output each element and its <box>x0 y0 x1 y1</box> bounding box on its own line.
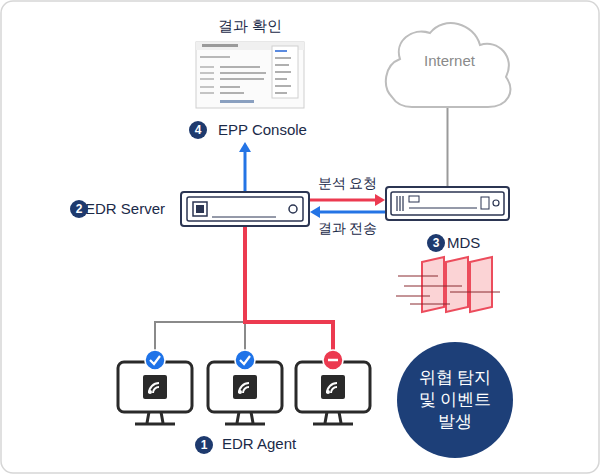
edge-label: 분석 요청 <box>318 174 378 192</box>
edge-label: 결과 전송 <box>318 219 378 237</box>
agent-wires <box>155 322 245 350</box>
badge-circle <box>235 350 255 370</box>
mds-label: MDS <box>447 233 480 253</box>
check-mark <box>150 356 160 364</box>
connector-line <box>319 211 385 214</box>
check-badge <box>235 350 255 370</box>
red-line <box>245 227 333 350</box>
mds-server <box>385 186 510 221</box>
blue-arrow <box>239 142 251 191</box>
connector-line <box>244 151 247 191</box>
badge-circle <box>145 350 165 370</box>
console-label: EPP Console <box>218 120 307 140</box>
minus-mark <box>328 359 338 362</box>
blue-arrow <box>310 206 385 218</box>
result-check-title: 결과 확인 <box>190 16 310 36</box>
alert-badge <box>323 350 343 370</box>
callout-number: 3 <box>427 234 445 252</box>
red-arrow <box>310 194 385 206</box>
internet-cloud: Internet <box>382 11 517 108</box>
arrow-head <box>239 142 251 152</box>
agent-label: EDR Agent <box>222 434 296 454</box>
mds-flags <box>396 257 500 312</box>
check-badge <box>145 350 165 370</box>
check-mark <box>240 356 250 364</box>
cloud-label: Internet <box>382 51 517 71</box>
connector-line <box>245 227 333 350</box>
connector-line <box>310 199 376 202</box>
server-appliance <box>180 191 310 227</box>
callout-number: 2 <box>70 200 88 218</box>
monitor-icons <box>118 362 370 424</box>
gray-line <box>447 108 448 186</box>
callout-number: 4 <box>189 121 207 139</box>
callout-number: 1 <box>195 436 213 454</box>
arrow-head <box>375 194 385 206</box>
edr-server: EDR Server <box>180 191 310 227</box>
mds-server: MDS <box>385 186 510 221</box>
threat-text: 위협 탐지 및 이벤트 발생 <box>413 367 497 433</box>
connector-line <box>447 108 449 186</box>
epp-console: 결과 확인 EPP Console <box>190 16 310 142</box>
threat-circle: 위협 탐지 및 이벤트 발생 <box>397 342 513 458</box>
edr-agents: EDR Agent <box>110 350 380 450</box>
server-label: EDR Server <box>85 199 165 219</box>
badge-circle <box>323 350 343 370</box>
arrow-head <box>310 206 320 218</box>
